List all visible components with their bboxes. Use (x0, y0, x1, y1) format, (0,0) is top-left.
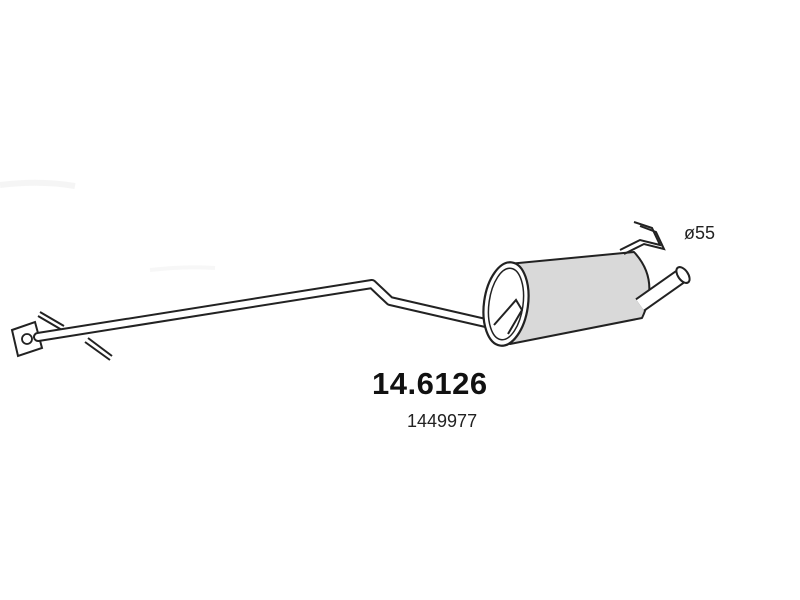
part-number: 14.6126 (372, 366, 488, 401)
tail-pipe (635, 266, 691, 312)
outlet-diameter-label: ø55 (684, 223, 716, 243)
inlet-flange (10, 320, 44, 358)
rear-muffler (482, 251, 651, 347)
intermediate-pipe (33, 279, 495, 342)
oe-reference-number: 1449977 (407, 411, 478, 431)
front-hanger (37, 311, 113, 361)
background-smudges (0, 179, 216, 272)
rear-hanger (619, 221, 666, 255)
